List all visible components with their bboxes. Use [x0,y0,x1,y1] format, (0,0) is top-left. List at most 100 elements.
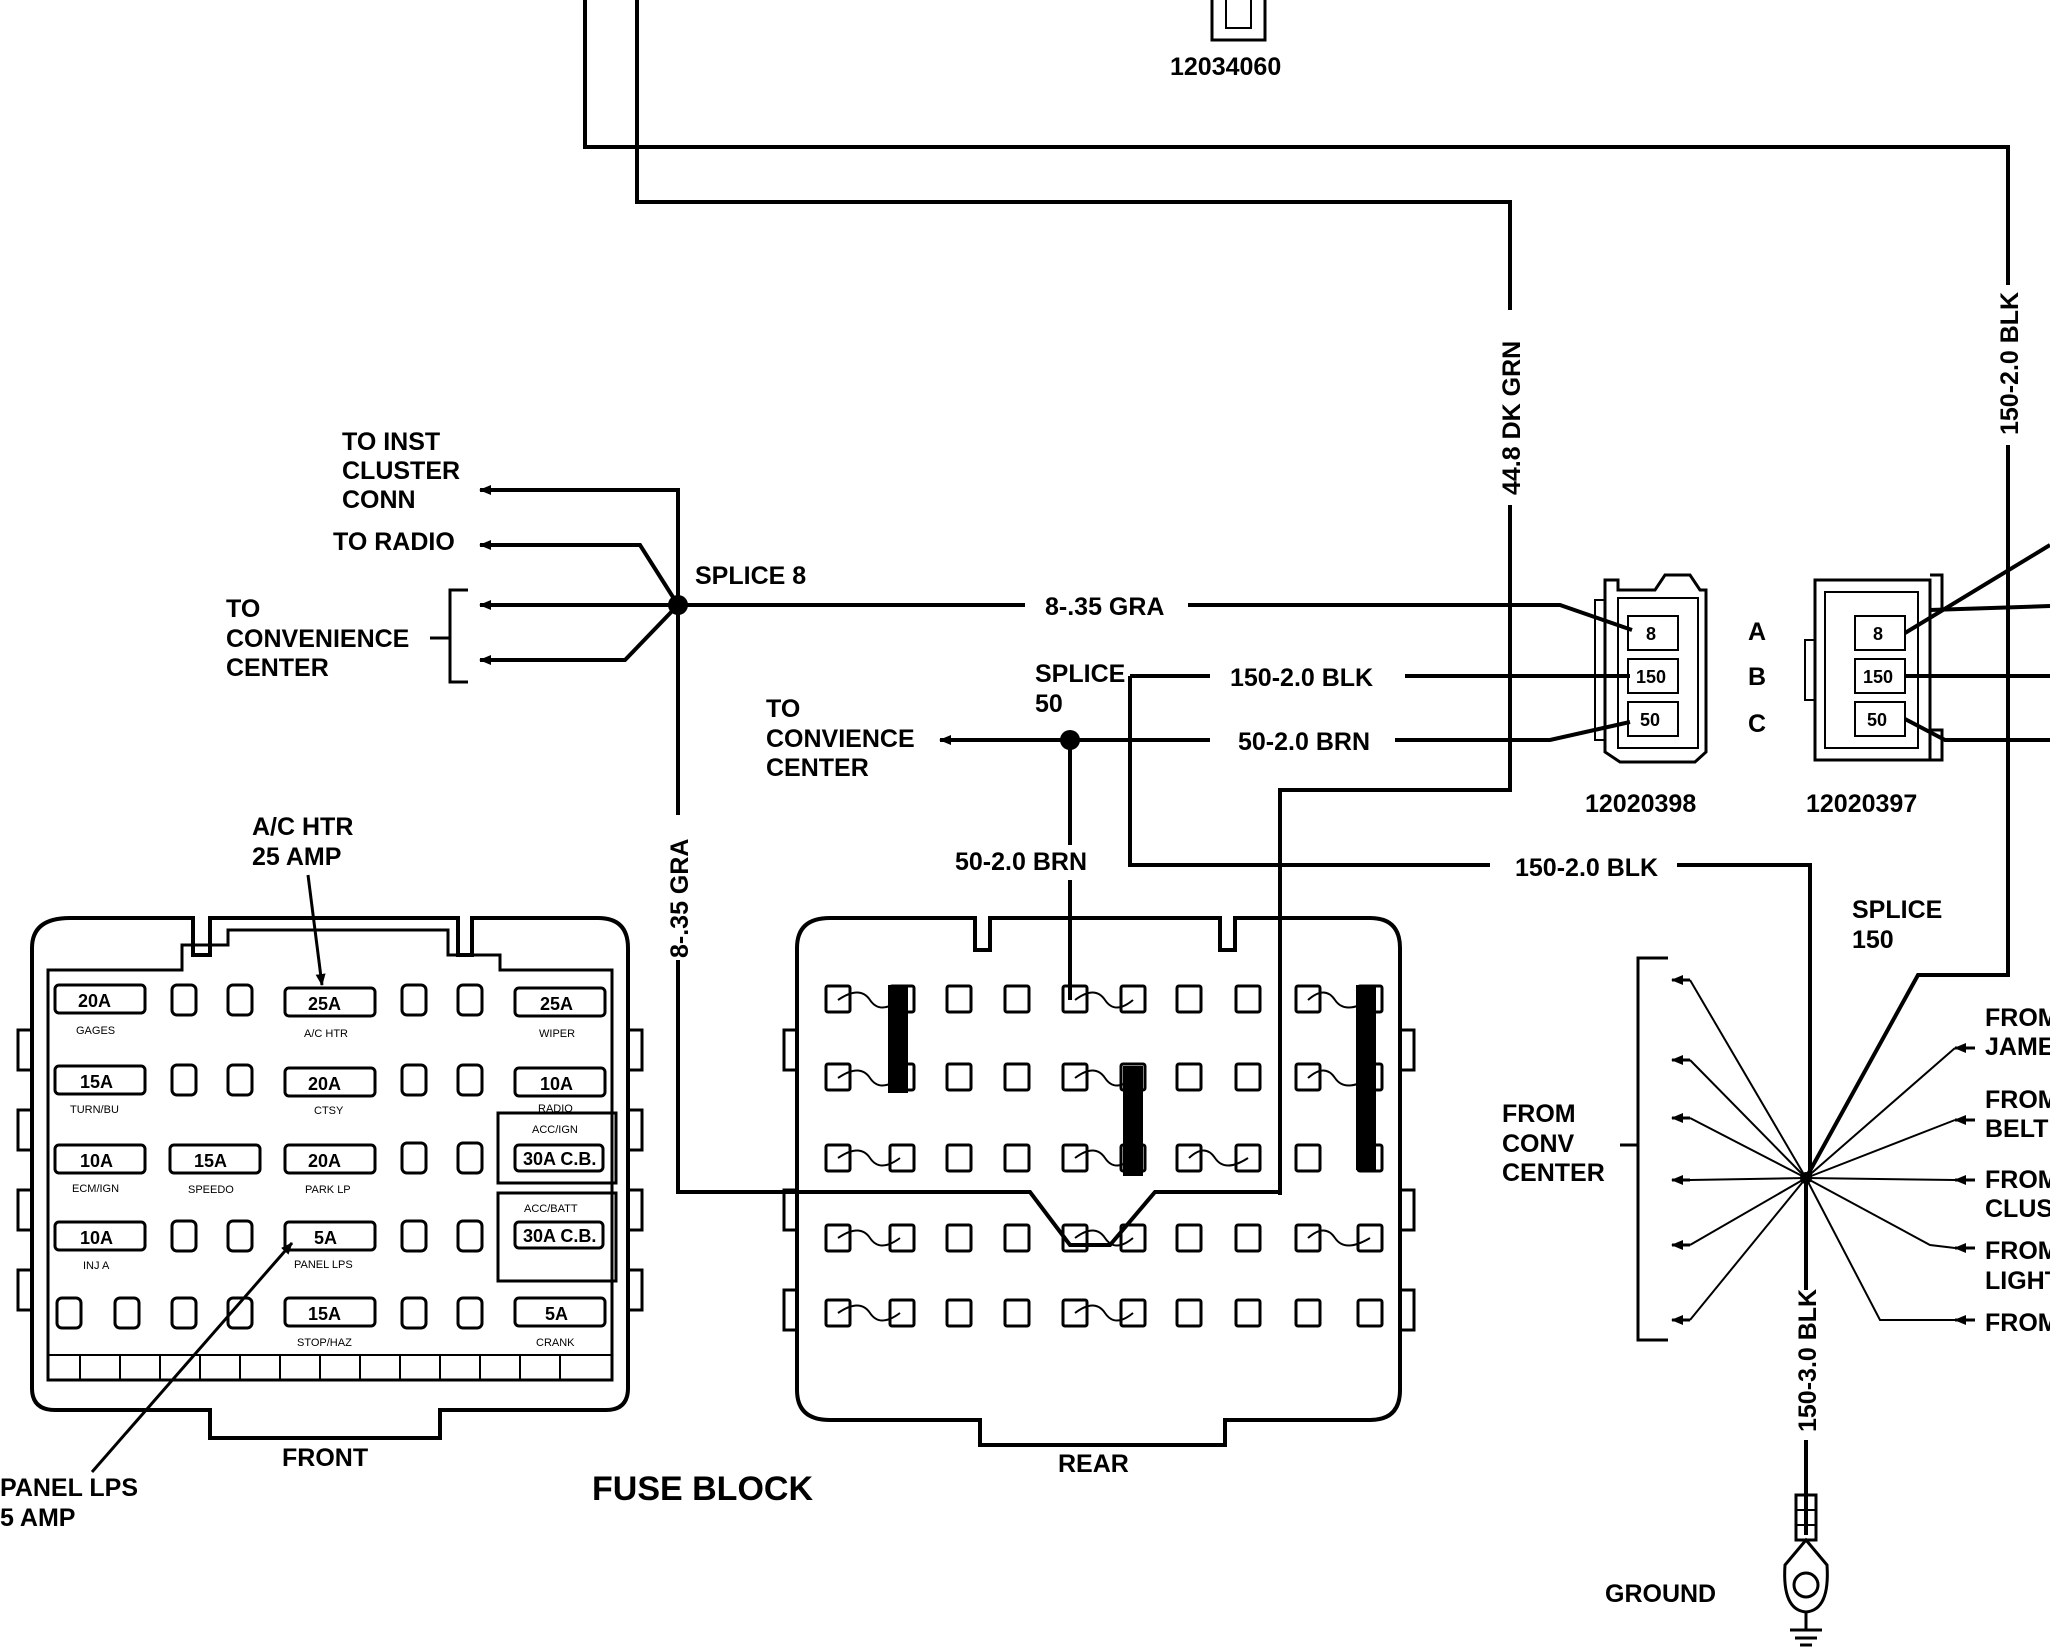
wire-label-gra-horizontal: 8-.35 GRA [1045,593,1164,621]
connector-12020397-pin-150: 150 [1863,667,1893,687]
svg-text:CONVIENCE: CONVIENCE [766,725,915,753]
connector-12020398-pin-b: 150 [1636,667,1666,687]
fuse-gages: 20A GAGES [53,983,147,1037]
connector-12020397-pin-50: 50 [1867,710,1887,730]
svg-text:CLUS: CLUS [1985,1195,2050,1223]
svg-text:SPEEDO: SPEEDO [188,1184,234,1196]
svg-text:JAME: JAME [1985,1033,2050,1061]
svg-text:25A: 25A [540,994,573,1014]
wire-label-150-blk-upper: 150-2.0 BLK [1230,664,1373,692]
svg-text:CTSY: CTSY [314,1105,344,1117]
svg-text:WIPER: WIPER [539,1028,575,1040]
splice-8: SPLICE 8 [430,485,806,684]
splice-50: SPLICE 50 [939,660,1125,750]
wire-label-150-blk-lower: 150-2.0 BLK [1515,854,1658,882]
circuit-breaker-acc-batt: ACC/BATT 30A C.B. [496,1191,618,1283]
svg-text:LIGHT: LIGHT [1985,1267,2050,1295]
svg-text:CENTER: CENTER [1502,1159,1605,1187]
fuse-block-rear-label: REAR [1058,1450,1129,1478]
svg-text:15A: 15A [80,1072,113,1092]
rear-terminals [824,984,1384,1328]
wire-label-50-brn-horizontal: 50-2.0 BRN [1238,728,1370,756]
fuse-radio: 10A RADIO [513,1066,607,1115]
svg-text:ACC/IGN: ACC/IGN [532,1124,578,1136]
ground-label: GROUND [1605,1580,1716,1608]
wire-label-150-blk-right: 150-2.0 BLK [1996,292,2024,435]
callout-ac-htr: A/C HTR 25 AMP [252,813,353,986]
svg-text:FROM: FROM [1985,1086,2050,1114]
svg-text:SPLICE: SPLICE [1852,896,1942,924]
wire-runs [583,0,2010,1535]
connector-12020397-pin-8: 8 [1873,624,1883,644]
connector-12020398-pin-a: 8 [1646,624,1656,644]
fuse-block-empty-cavities [55,983,484,1330]
svg-text:10A: 10A [540,1074,573,1094]
fuse-inj-a: 10A INJ A [53,1220,147,1272]
svg-text:A/C HTR: A/C HTR [252,813,353,841]
connector-12020398: 8 150 50 A B C 12020398 [1585,573,1766,818]
fuse-ecm-ign: 10A ECM/IGN [53,1143,147,1195]
connector-12020397: 8 150 50 12020397 [1804,543,2050,818]
svg-text:CLUSTER: CLUSTER [342,457,460,485]
ground-terminal: GROUND [1605,1493,1829,1647]
svg-text:TO: TO [766,695,800,723]
svg-text:CONVENIENCE: CONVENIENCE [226,625,409,653]
svg-text:CENTER: CENTER [226,654,329,682]
radio-label: TO RADIO [333,528,455,556]
splice-150: SPLICE 150 [1620,896,1975,1342]
wire-dk-grn-down [1278,505,1512,1195]
rear-bus-bars [888,985,1376,1176]
svg-text:TO: TO [226,595,260,623]
svg-text:INJ A: INJ A [83,1260,110,1272]
svg-text:CONN: CONN [342,486,416,514]
fuse-turn-bu: 15A TURN/BU [53,1064,147,1116]
connector-12020398-pin-c: 50 [1640,710,1660,730]
svg-text:5A: 5A [545,1304,568,1324]
connector-12020397-part-number: 12020397 [1806,790,1917,818]
wire-50-brn-horizontal-right [1395,720,1631,742]
svg-text:10A: 10A [80,1151,113,1171]
wire-150-blk-right [1804,445,2010,1179]
wire-label-50-brn-vertical: 50-2.0 BRN [955,848,1087,876]
convenience-center-label: TO CONVENIENCE CENTER [226,595,409,682]
inst-cluster-label: TO INST CLUSTER CONN [342,428,460,514]
svg-text:5A: 5A [314,1228,337,1248]
svg-text:25 AMP: 25 AMP [252,843,341,871]
svg-text:PANEL LPS: PANEL LPS [0,1474,138,1502]
convience-center-label: TO CONVIENCE CENTER [766,695,915,782]
svg-text:30A C.B.: 30A C.B. [523,1226,596,1246]
svg-text:TO INST: TO INST [342,428,440,456]
fuse-park-lp: 20A PARK LP [283,1143,377,1196]
cavity-c: C [1748,710,1766,738]
svg-text:20A: 20A [308,1074,341,1094]
svg-text:FROM: FROM [1502,1100,1576,1128]
wire-label-150-blk-ground: 150-3.0 BLK [1794,1289,1822,1432]
wire-gra-vertical-lower [676,960,1280,1247]
svg-text:TURN/BU: TURN/BU [70,1104,119,1116]
rear-jumper-wires [837,991,1371,1322]
connector-12020398-part-number: 12020398 [1585,790,1696,818]
svg-text:15A: 15A [194,1151,227,1171]
svg-text:A/C HTR: A/C HTR [304,1028,348,1040]
svg-text:5 AMP: 5 AMP [0,1504,75,1532]
fuse-ac-htr: 25A A/C HTR [283,986,377,1040]
svg-text:CONV: CONV [1502,1130,1575,1158]
svg-text:50: 50 [1035,690,1063,718]
fuse-wiper: 25A WIPER [513,986,607,1040]
wire-label-dk-grn: 44.8 DK GRN [1498,341,1526,495]
svg-text:STOP/HAZ: STOP/HAZ [297,1337,352,1349]
fuse-block-front: 20A GAGES 25A A/C HTR 25A WIPER 15A TURN… [16,916,644,1472]
svg-text:20A: 20A [308,1151,341,1171]
cavity-b: B [1748,663,1766,691]
wire-150-blk-loop [1128,676,1490,867]
svg-text:CRANK: CRANK [536,1337,575,1349]
svg-text:BELT: BELT [1985,1115,2048,1143]
svg-text:25A: 25A [308,994,341,1014]
svg-text:150: 150 [1852,926,1894,954]
svg-text:FROM: FROM [1985,1237,2050,1265]
svg-text:SPLICE: SPLICE [1035,660,1125,688]
svg-text:CENTER: CENTER [766,754,869,782]
fuse-stop-haz: 15A STOP/HAZ [283,1296,377,1349]
fuse-ctsy: 20A CTSY [283,1066,377,1117]
svg-text:15A: 15A [308,1304,341,1324]
